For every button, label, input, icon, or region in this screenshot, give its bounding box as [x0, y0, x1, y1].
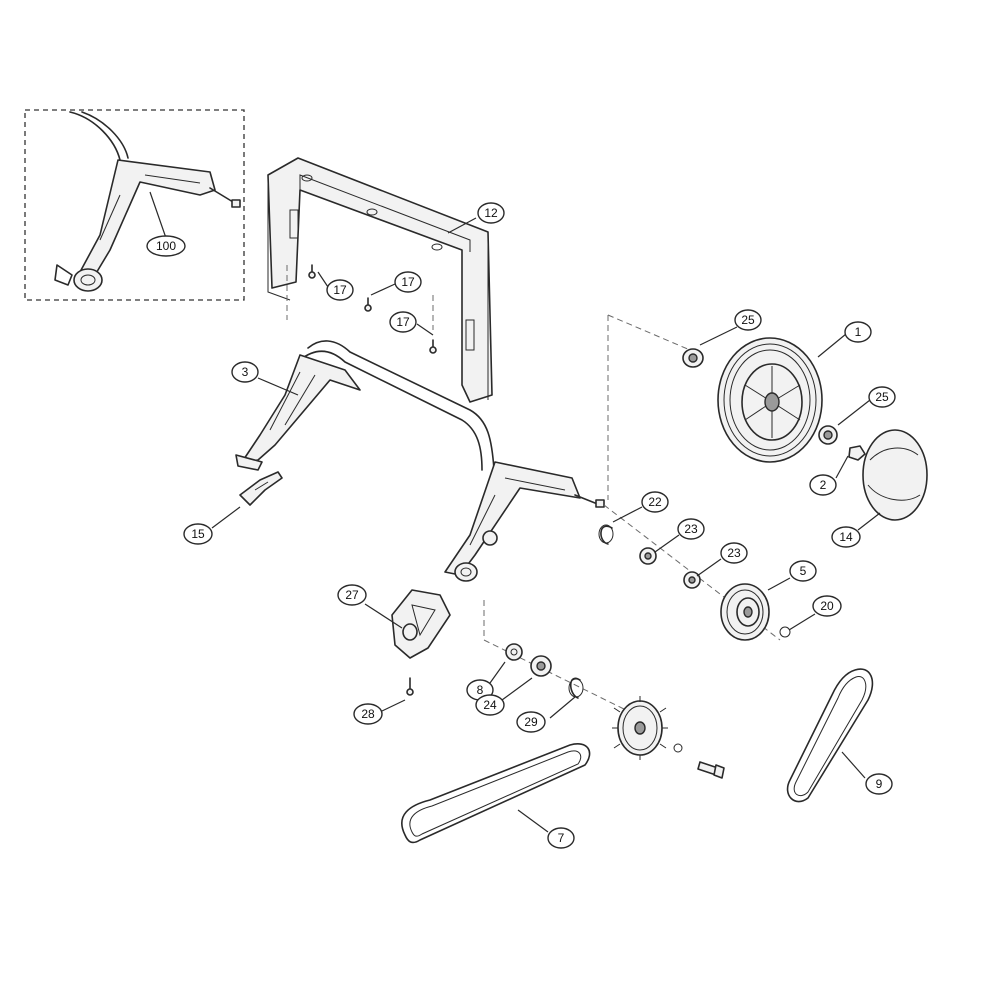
callout-1: 1 — [844, 321, 872, 343]
callout-14: 14 — [831, 526, 861, 548]
svg-text:25: 25 — [741, 313, 755, 327]
svg-text:2: 2 — [820, 478, 827, 492]
screw-17-b — [364, 297, 372, 312]
main-handle-assembly — [235, 340, 605, 582]
callout-25-a: 25 — [734, 309, 762, 331]
callout-100: 100 — [146, 235, 186, 257]
svg-text:9: 9 — [876, 777, 883, 791]
callout-17-c: 17 — [389, 311, 417, 333]
washer-small — [673, 743, 683, 753]
bushing-25-b — [818, 425, 838, 445]
callout-15: 15 — [183, 523, 213, 545]
bolt — [697, 761, 725, 779]
svg-text:8: 8 — [477, 683, 484, 697]
callout-2: 2 — [809, 474, 837, 496]
callout-28: 28 — [353, 703, 383, 725]
snap-ring-29 — [568, 677, 584, 699]
svg-text:17: 17 — [396, 315, 410, 329]
svg-text:5: 5 — [800, 564, 807, 578]
callout-5: 5 — [789, 560, 817, 582]
callout-29: 29 — [516, 711, 546, 733]
callout-23-b: 23 — [720, 542, 748, 564]
callout-27: 27 — [337, 584, 367, 606]
ring-20 — [779, 626, 791, 638]
callout-17-a: 17 — [326, 279, 354, 301]
clip-15 — [239, 471, 283, 506]
svg-text:22: 22 — [648, 495, 662, 509]
svg-text:17: 17 — [333, 283, 347, 297]
callout-9: 9 — [865, 773, 893, 795]
svg-text:23: 23 — [684, 522, 698, 536]
bearing-23-b — [683, 571, 701, 589]
callout-22: 22 — [641, 491, 669, 513]
callout-7: 7 — [547, 827, 575, 849]
bearing-24 — [530, 655, 552, 677]
callout-24: 24 — [475, 694, 505, 716]
screw-17-c — [429, 339, 437, 354]
screw-17-a — [308, 264, 316, 279]
washer-8 — [505, 643, 523, 661]
hub-cap-14 — [862, 429, 928, 521]
nut-2 — [848, 445, 866, 461]
svg-text:24: 24 — [483, 698, 497, 712]
callout-3: 3 — [231, 361, 259, 383]
bushing-25-a — [682, 348, 704, 368]
svg-text:29: 29 — [524, 715, 538, 729]
svg-text:7: 7 — [558, 831, 565, 845]
svg-text:27: 27 — [345, 588, 359, 602]
svg-text:23: 23 — [727, 546, 741, 560]
svg-text:3: 3 — [242, 365, 249, 379]
callout-23-a: 23 — [677, 518, 705, 540]
wheel-1 — [717, 337, 823, 463]
v-belt-9 — [786, 668, 874, 803]
svg-text:28: 28 — [361, 707, 375, 721]
inset-detail-box — [24, 109, 245, 301]
callout-20: 20 — [812, 595, 842, 617]
svg-text:100: 100 — [156, 239, 176, 253]
callout-12: 12 — [477, 202, 505, 224]
svg-text:15: 15 — [191, 527, 205, 541]
svg-text:12: 12 — [484, 206, 498, 220]
callout-17-b: 17 — [394, 271, 422, 293]
drive-gear — [612, 696, 668, 760]
pulley-5 — [720, 583, 770, 641]
cover-27 — [391, 589, 451, 659]
svg-text:25: 25 — [875, 390, 889, 404]
bracket-frame — [267, 157, 493, 403]
svg-text:14: 14 — [839, 530, 853, 544]
svg-text:20: 20 — [820, 599, 834, 613]
callout-25-b: 25 — [868, 386, 896, 408]
screw-28 — [406, 677, 414, 696]
svg-text:17: 17 — [401, 275, 415, 289]
bearing-23-a — [639, 547, 657, 565]
svg-text:1: 1 — [855, 325, 862, 339]
snap-ring-22 — [598, 524, 614, 545]
v-belt-7 — [401, 743, 591, 844]
